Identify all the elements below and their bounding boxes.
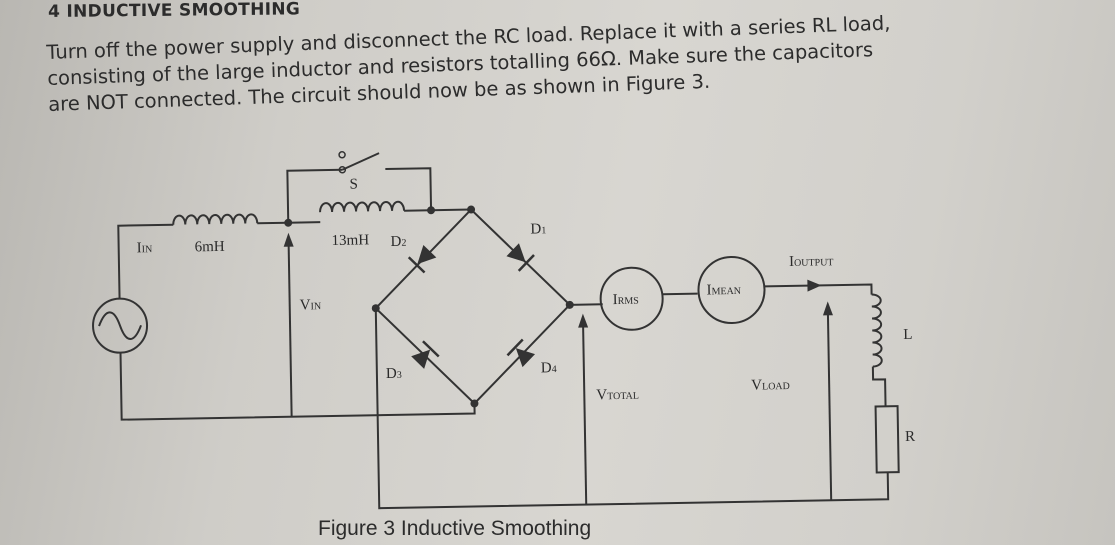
- wire: [287, 244, 293, 417]
- wire: [117, 223, 174, 299]
- vtotal-label: VTOTAL: [596, 387, 639, 404]
- vtotal-arrow-icon: [578, 313, 589, 328]
- wire: [662, 292, 698, 296]
- switch-contact-icon: [338, 166, 347, 174]
- wire: [582, 325, 588, 505]
- inductor-6mh-label: 6mH: [195, 239, 225, 256]
- diode-d4-icon: [506, 338, 536, 368]
- wire: [286, 168, 343, 223]
- irms-meter-icon: [599, 266, 664, 331]
- switch-label: S: [349, 177, 358, 193]
- wire: [385, 167, 433, 211]
- wire: [257, 221, 289, 225]
- iin-label: IIN: [137, 240, 153, 256]
- ac-wave-icon: [98, 311, 142, 340]
- d3-label: D3: [386, 366, 402, 382]
- diode-d3-icon: [411, 340, 440, 369]
- wire: [826, 313, 833, 501]
- imean-label: IMEAN: [706, 282, 741, 299]
- d2-label: D2: [390, 234, 406, 250]
- load-resistor-label: R: [905, 429, 915, 445]
- switch-icon: [341, 152, 380, 171]
- figure-caption: Figure 3 Inductive Smoothing: [318, 517, 592, 540]
- ioutput-arrow-icon: [807, 279, 822, 292]
- junction-dot: [284, 218, 293, 227]
- wire: [288, 221, 321, 224]
- vin-arrow-icon: [283, 232, 294, 247]
- vload-label: VLOAD: [751, 377, 790, 394]
- wire: [764, 283, 873, 295]
- vin-label: VIN: [300, 297, 322, 313]
- inductor-13mh-icon: [319, 200, 406, 213]
- d1-label: D1: [530, 221, 546, 237]
- junction-dot: [427, 206, 436, 215]
- imean-meter-icon: [697, 256, 766, 325]
- irms-label: IRMS: [613, 292, 639, 308]
- wire: [119, 352, 476, 421]
- diode-d1-icon: [506, 243, 535, 272]
- load-resistor-icon: [874, 405, 900, 474]
- diode-d2-icon: [407, 244, 437, 274]
- vload-arrow-icon: [822, 301, 833, 316]
- load-inductor-label: L: [903, 327, 912, 343]
- inductor-6mh-icon: [172, 213, 259, 225]
- load-inductor-icon: [871, 293, 883, 368]
- wire: [374, 308, 890, 510]
- switch-contact-icon: [338, 151, 346, 159]
- wire: [569, 303, 603, 306]
- inductor-13mh-label: 13mH: [331, 232, 369, 249]
- d4-label: D4: [541, 360, 557, 376]
- wire: [871, 366, 887, 407]
- wire: [404, 208, 472, 212]
- ioutput-label: IOUTPUT: [789, 253, 834, 270]
